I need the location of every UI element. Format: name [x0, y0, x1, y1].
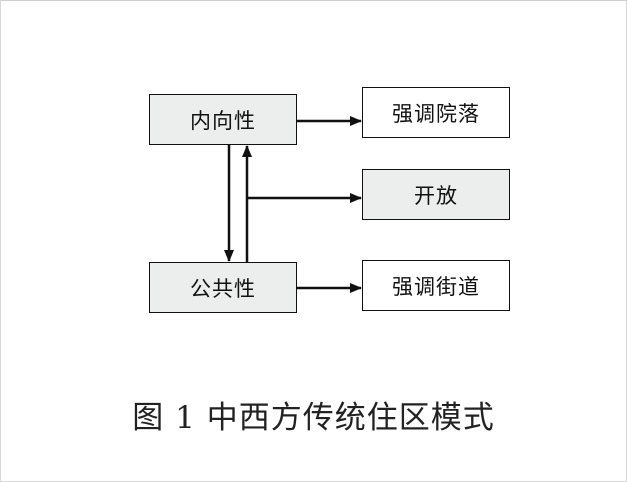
- node-courtyard: 强调院落: [362, 87, 510, 138]
- node-inner: 内向性: [149, 94, 297, 145]
- node-courtyard-label: 强调院落: [392, 101, 480, 126]
- node-street: 强调街道: [362, 260, 510, 311]
- node-open-label: 开放: [414, 183, 458, 208]
- figure-caption: 图 1 中西方传统住区模式: [132, 400, 495, 436]
- node-inner-label: 内向性: [190, 108, 256, 133]
- node-street-label: 强调街道: [392, 274, 480, 299]
- node-public-label: 公共性: [190, 276, 256, 301]
- node-public: 公共性: [149, 262, 297, 313]
- node-open: 开放: [362, 169, 510, 220]
